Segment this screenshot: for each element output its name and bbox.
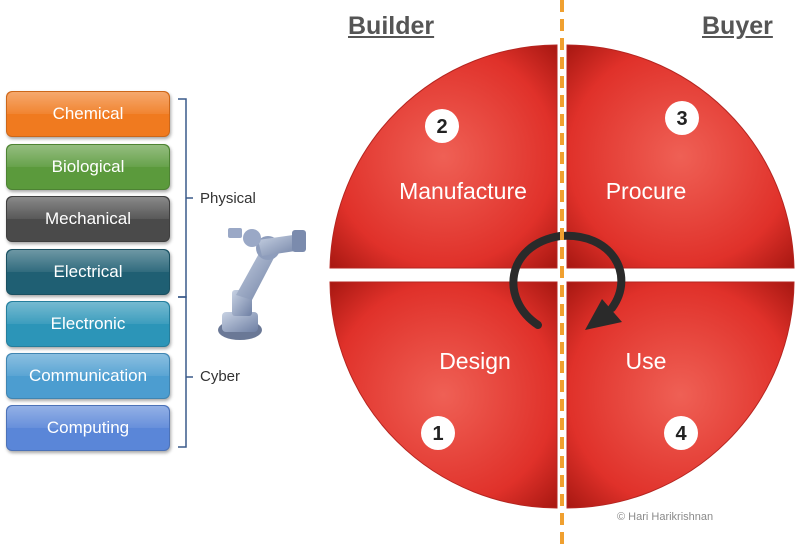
domain-box-electronic: Electronic — [6, 301, 170, 347]
quadrant-manufacture — [329, 44, 558, 269]
domain-label: Biological — [51, 157, 125, 176]
domain-box-mechanical: Mechanical — [6, 196, 170, 242]
quadrant-design — [329, 281, 558, 509]
domain-box-electrical: Electrical — [6, 249, 170, 295]
copyright-notice: © Hari Harikrishnan — [617, 511, 714, 523]
cycle-arrow-icon — [509, 231, 626, 330]
buyer-header: Buyer — [702, 12, 773, 40]
step-number-circle — [664, 416, 698, 450]
domain-label: Computing — [46, 418, 130, 437]
group-label-physical: Physical — [200, 190, 256, 207]
domain-label: Electrical — [53, 262, 123, 281]
physical-bracket — [178, 98, 193, 298]
step-number-4: 4 — [675, 423, 687, 445]
domain-label: Communication — [28, 366, 148, 385]
domain-label: Electronic — [50, 314, 126, 333]
step-number-3: 3 — [676, 108, 687, 130]
step-number-circle — [421, 416, 455, 450]
domain-box-biological: Biological — [6, 144, 170, 190]
step-number-circle — [425, 109, 459, 143]
domain-label: Mechanical — [45, 209, 131, 228]
domain-box-communication: Communication — [6, 353, 170, 399]
label-design: Design — [439, 348, 511, 374]
label-use: Use — [626, 348, 667, 374]
domain-label: Chemical — [52, 104, 124, 123]
step-number-1: 1 — [432, 423, 443, 445]
quadrant-procure — [566, 44, 795, 269]
robot-arm-icon — [218, 228, 306, 340]
domain-box-chemical: Chemical — [6, 91, 170, 137]
step-number-circle — [665, 101, 699, 135]
domain-box-computing: Computing — [6, 405, 170, 451]
step-number-2: 2 — [436, 116, 447, 138]
label-manufacture: Manufacture — [399, 178, 527, 204]
label-procure: Procure — [606, 178, 687, 204]
cyber-bracket — [178, 296, 193, 448]
group-label-cyber: Cyber — [200, 368, 241, 385]
builder-header: Builder — [348, 12, 435, 40]
quadrant-use — [566, 281, 795, 509]
